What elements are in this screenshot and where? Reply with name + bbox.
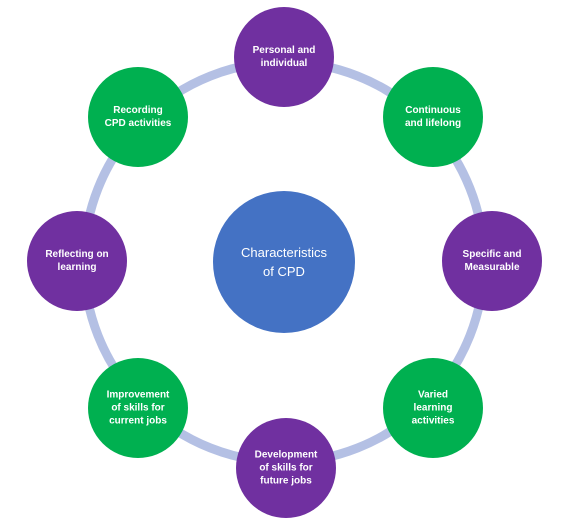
node-personal-and-individual-label-line-2: individual [261,58,308,69]
node-development-of-skills-for-future-jobs-circle [236,418,336,518]
node-specific-and-measurable-circle [442,211,542,311]
node-recording-cpd-activities-label-line-2: CPD activities [105,118,172,129]
node-development-of-skills-for-future-jobs-label-line-1: Development [255,450,318,461]
node-reflecting-on-learning-label-line-1: Reflecting on [45,249,108,260]
node-personal-and-individual-circle [234,7,334,107]
node-continuous-and-lifelong-label-line-2: and lifelong [405,118,461,129]
node-continuous-and-lifelong-label-line-1: Continuous [405,105,461,116]
node-development-of-skills-for-future-jobs-label-line-2: of skills for [259,463,312,474]
center-node: Characteristics of CPD [213,191,355,333]
node-specific-and-measurable-label-line-2: Measurable [464,262,519,273]
node-reflecting-on-learning-circle [27,211,127,311]
node-varied-learning-activities-label-line-1: Varied [418,390,448,401]
node-development-of-skills-for-future-jobs: Development of skills for future jobs [236,418,336,518]
center-title-line-2: of CPD [263,264,305,279]
node-recording-cpd-activities-circle [88,67,188,167]
node-varied-learning-activities: Varied learning activities [383,358,483,458]
node-personal-and-individual-label-line-1: Personal and [253,45,316,56]
node-reflecting-on-learning: Reflecting on learning [27,211,127,311]
node-development-of-skills-for-future-jobs-label-line-3: future jobs [260,476,312,487]
node-improvement-of-skills-for-current-jobs-label-line-1: Improvement [107,390,170,401]
node-varied-learning-activities-label-line-3: activities [412,416,455,427]
node-specific-and-measurable-label-line-1: Specific and [463,249,522,260]
node-reflecting-on-learning-label-line-2: learning [58,262,97,273]
node-varied-learning-activities-label-line-2: learning [414,403,453,414]
node-improvement-of-skills-for-current-jobs-circle [88,358,188,458]
node-personal-and-individual: Personal and individual [234,7,334,107]
center-circle [213,191,355,333]
node-continuous-and-lifelong-circle [383,67,483,167]
node-continuous-and-lifelong: Continuous and lifelong [383,67,483,167]
node-recording-cpd-activities-label-line-1: Recording [113,105,162,116]
node-improvement-of-skills-for-current-jobs-label-line-3: current jobs [109,416,167,427]
node-varied-learning-activities-circle [383,358,483,458]
center-title-line-1: Characteristics [241,245,327,260]
node-improvement-of-skills-for-current-jobs: Improvement of skills for current jobs [88,358,188,458]
node-improvement-of-skills-for-current-jobs-label-line-2: of skills for [111,403,164,414]
